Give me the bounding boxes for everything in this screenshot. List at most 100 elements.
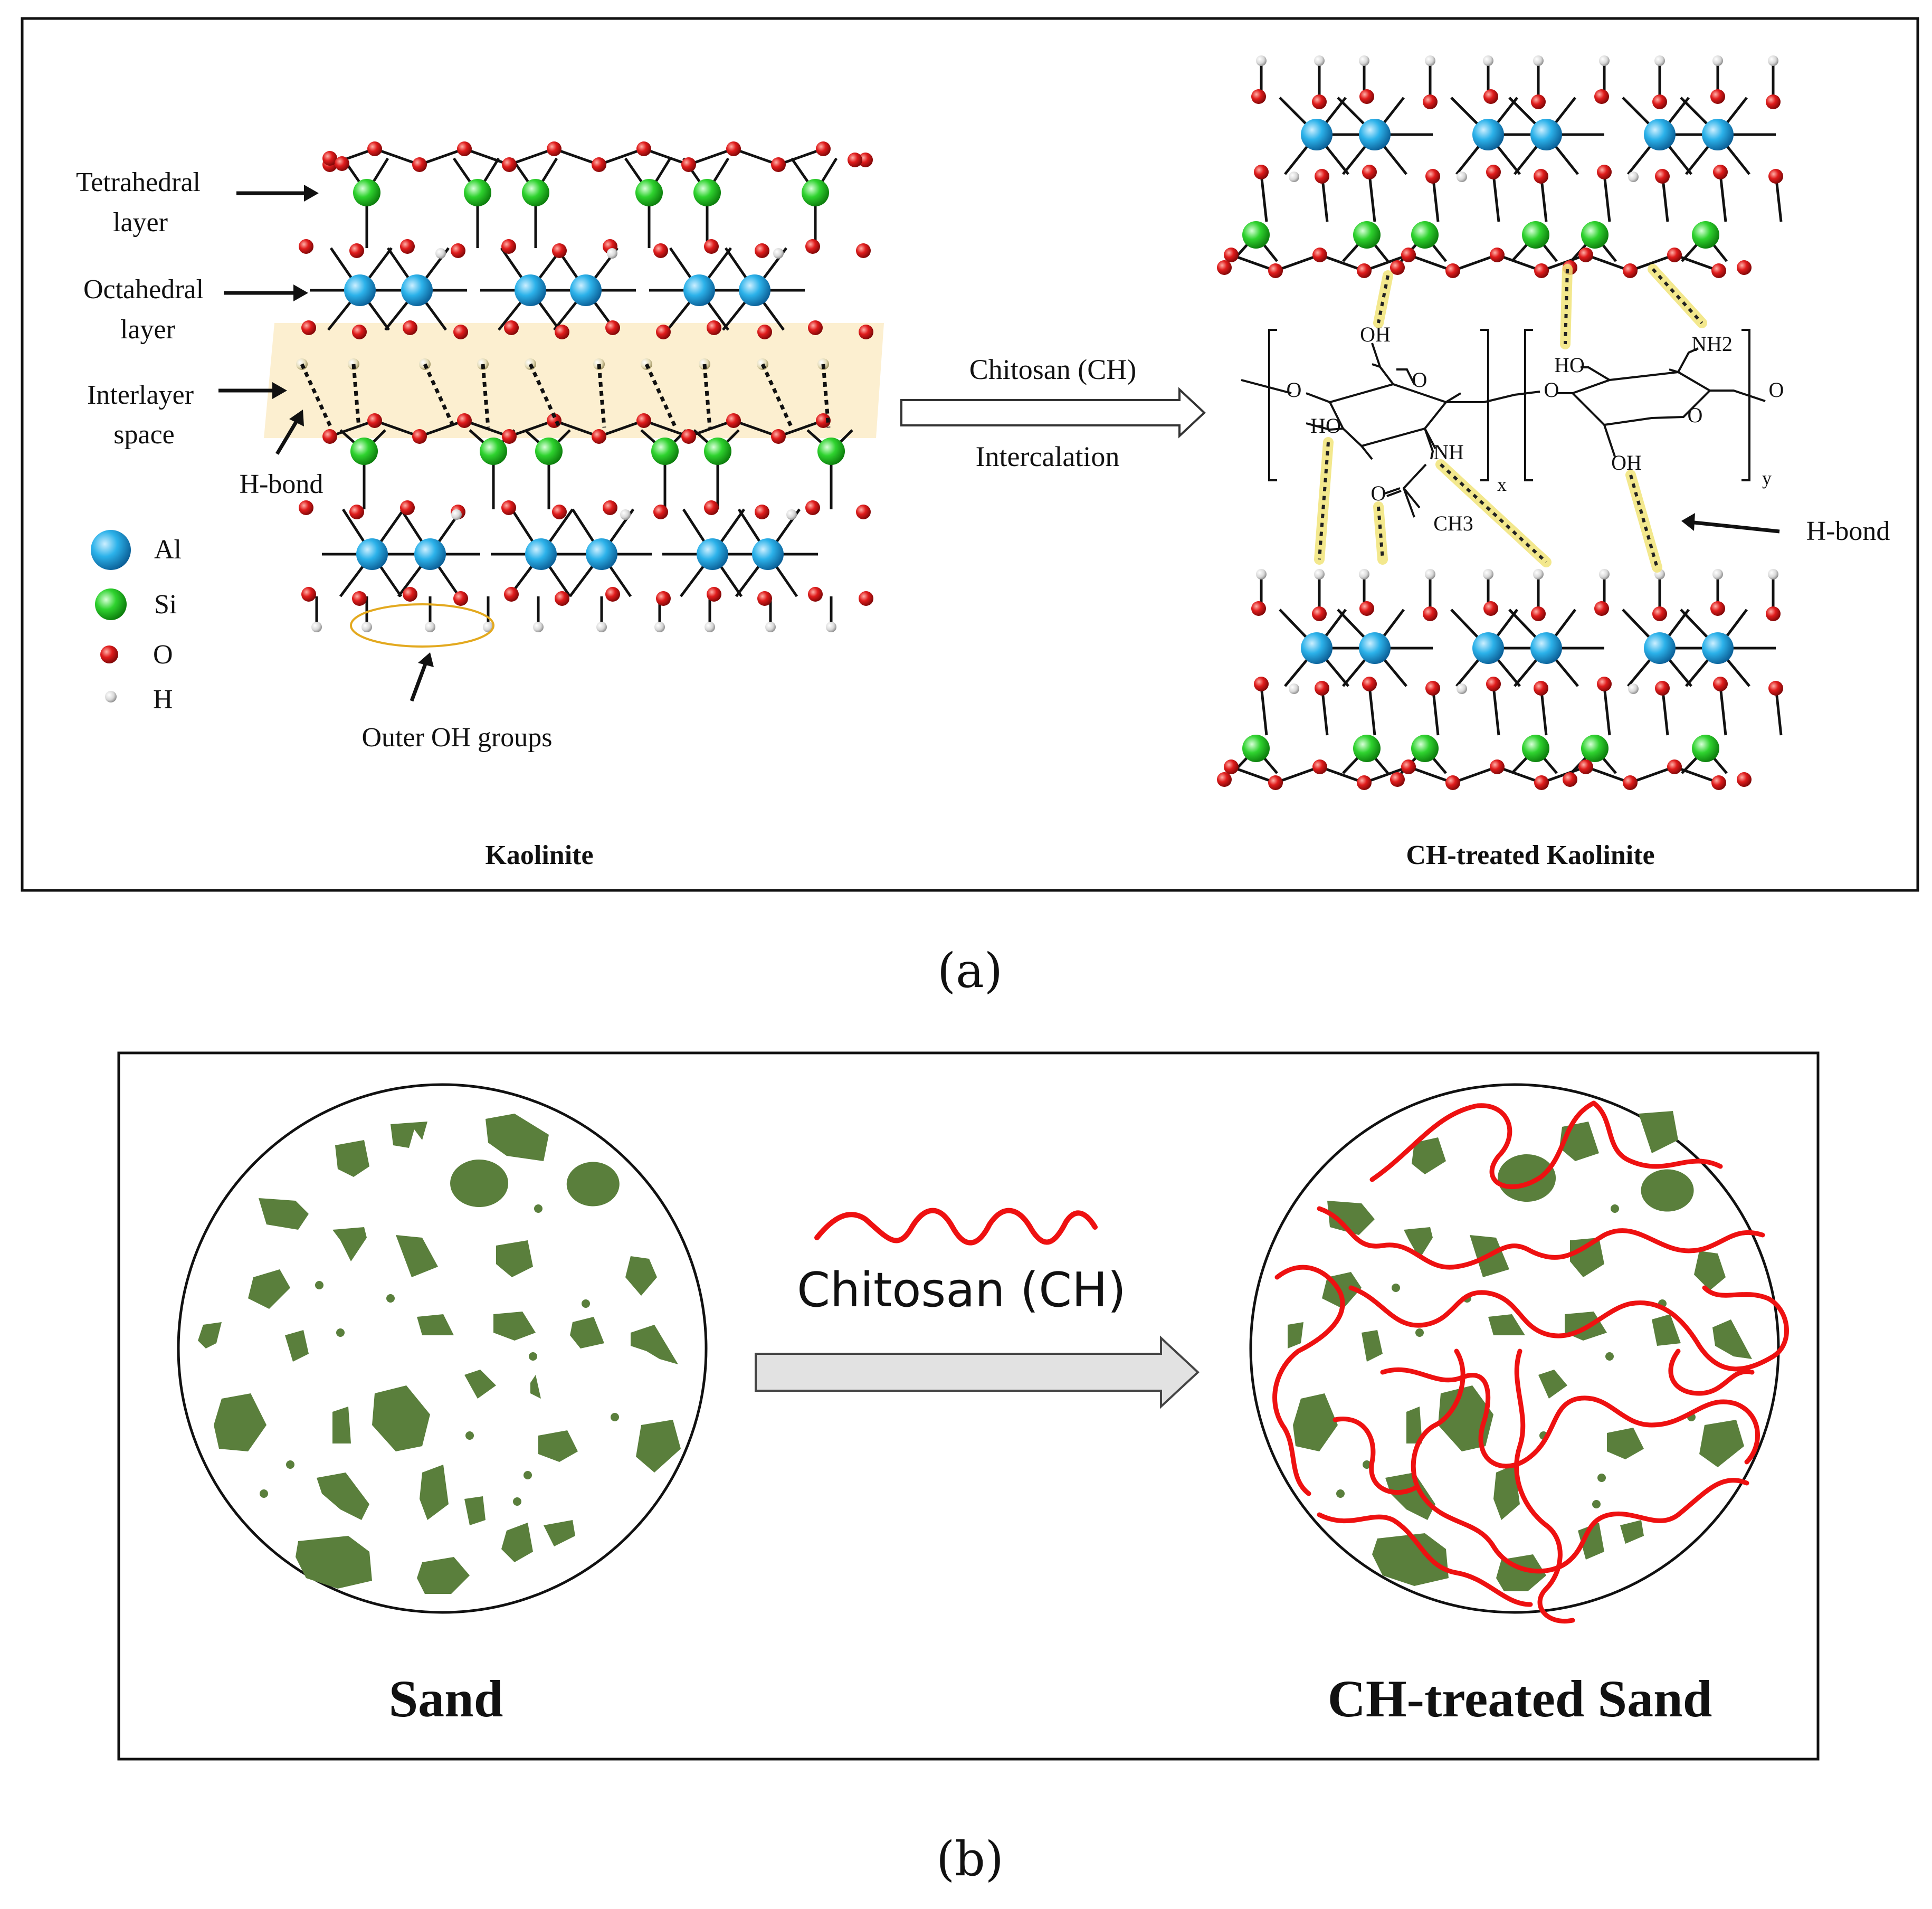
bond [1541, 253, 1586, 272]
oxygen-atom [1362, 165, 1377, 179]
oxygen-atom [681, 429, 696, 444]
hydrogen-atom [425, 622, 435, 632]
sand-grain [317, 1473, 369, 1520]
sand-grain [636, 1420, 681, 1473]
oxygen-atom [555, 325, 569, 339]
chitosan-chain [1380, 1367, 1581, 1469]
silicon-atom [1242, 735, 1270, 762]
oxygen-atom [1710, 601, 1725, 616]
aluminium-atom [739, 274, 770, 306]
chitosan-chain [1317, 1206, 1765, 1270]
hydrogen-atom [1483, 569, 1493, 580]
aluminium-atom [586, 538, 617, 570]
sand-grain [486, 1114, 549, 1161]
oxygen-atom [808, 587, 823, 602]
sand-grain [1641, 1169, 1694, 1212]
sand-grain [501, 1523, 533, 1562]
oxygen-atom [1425, 169, 1440, 184]
sand-grain [570, 1317, 604, 1348]
oxygen-atom [1401, 759, 1416, 774]
bond [1452, 253, 1498, 272]
oxygen-atom [552, 243, 567, 258]
oxygen-atom [1652, 606, 1667, 621]
oxygen-atom [1445, 263, 1460, 278]
bond [1452, 765, 1498, 784]
oxygen-atom [1623, 775, 1638, 790]
chitosan-structure [1241, 329, 1766, 518]
silicon-atom [464, 179, 491, 206]
oxygen-atom [1312, 248, 1327, 262]
chitosan-chain [1514, 1348, 1575, 1623]
chitosan-chain [1565, 1478, 1749, 1565]
bond [464, 147, 510, 166]
intercalation-arrow [900, 387, 1206, 439]
aluminium-atom [683, 274, 715, 306]
oxygen-atom [1563, 772, 1577, 787]
chem-o-ring2: O [1688, 403, 1703, 427]
bond [1368, 686, 1376, 736]
sand-grain [1570, 1238, 1604, 1277]
bond [1260, 174, 1268, 222]
oxygen-atom [352, 325, 367, 339]
bond [509, 147, 555, 166]
hydrogen-atom [1256, 55, 1267, 66]
bond [1319, 253, 1365, 272]
bond [1630, 253, 1675, 272]
chem-ho-left: HO [1310, 414, 1341, 438]
chem-ho-right: HO [1554, 353, 1585, 377]
oxygen-atom [1766, 94, 1781, 109]
sand-grain [631, 1325, 678, 1364]
h-bond [423, 363, 456, 429]
sand-grain [1699, 1420, 1744, 1467]
oxygen-atom [755, 505, 769, 519]
oxygen-atom [1597, 677, 1612, 691]
oxygen-atom [1710, 89, 1725, 104]
oxygen-atom [771, 429, 786, 444]
sand-circle [177, 1083, 708, 1614]
bond [1364, 765, 1409, 784]
oxygen-atom [755, 243, 769, 258]
bracket-y-right [1741, 329, 1750, 481]
hydrogen-atom [1425, 569, 1435, 580]
oxygen-atom [1490, 248, 1505, 262]
oxygen-atom [816, 413, 831, 428]
aluminium-atom [1301, 119, 1333, 150]
aluminium-atom [697, 538, 728, 570]
hydrogen-atom [1314, 569, 1325, 580]
aluminium-atom [344, 274, 376, 306]
oxygen-atom [592, 429, 606, 444]
bond [509, 419, 555, 438]
oxygen-atom [349, 243, 364, 258]
ch-kaolinite-atoms [1217, 55, 1783, 790]
oxygen-atom [335, 156, 349, 171]
interlayer-band [264, 323, 884, 438]
sand-particle [1336, 1489, 1345, 1498]
bond [1260, 686, 1268, 736]
aluminium-atom [356, 538, 388, 570]
sand-grain [1412, 1137, 1446, 1174]
oxygen-atom [1737, 260, 1752, 275]
aluminium-atom [1472, 119, 1504, 150]
label-arrows [218, 185, 1780, 702]
hydrogen-atom [1425, 55, 1435, 66]
bond [1674, 765, 1719, 784]
oxygen-atom [605, 320, 620, 335]
oxygen-atom [757, 591, 772, 606]
h-bond [528, 363, 561, 429]
title-kaolinite: Kaolinite [485, 840, 593, 870]
aluminium-atom [1530, 632, 1562, 664]
sand-grain [1362, 1330, 1383, 1362]
aluminium-atom [1359, 119, 1391, 150]
oxygen-atom [412, 157, 427, 172]
oxygen-atom [805, 239, 820, 254]
sand-grain [464, 1370, 496, 1399]
bond [1408, 253, 1453, 272]
label-tetrahedral-layer: layer [113, 207, 168, 238]
oxygen-atom [1390, 260, 1405, 275]
oxygen-atom [1623, 263, 1638, 278]
chem-ch3: CH3 [1433, 511, 1473, 535]
oxygen-atom [552, 505, 567, 519]
oxygen-atom [757, 325, 772, 339]
oxygen-atom [322, 151, 337, 166]
silicon-atom [802, 179, 829, 206]
